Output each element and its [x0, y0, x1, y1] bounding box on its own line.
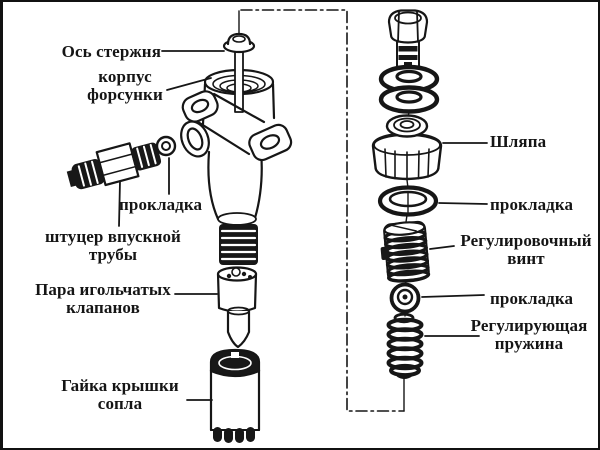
leader-lines [118, 50, 488, 401]
diagram-line-art [66, 9, 488, 443]
label-adjusting-screw: Регулировочный винт [460, 231, 592, 268]
needle-valve-drawing [216, 266, 258, 349]
label-cap: Шляпа [490, 132, 547, 151]
label-nozzle-cap-nut: Гайка крышки сопла [61, 376, 179, 413]
label-pin-axis: Ось стержня [61, 42, 161, 61]
centerline [238, 9, 405, 412]
upper-gasket-drawing [377, 185, 439, 223]
inlet-gasket-drawing [155, 135, 177, 157]
label-gasket-upper-right: прокладка [490, 195, 574, 214]
spring-drawing [386, 312, 424, 379]
lower-gasket-drawing [389, 282, 421, 317]
bolt-drawing [387, 9, 429, 69]
inlet-fitting-drawing [66, 142, 162, 190]
label-inlet-pipe-fitting: штуцер впускной трубы [45, 227, 181, 264]
adjusting-screw-drawing [380, 220, 431, 283]
threaded-section-drawing [219, 224, 258, 265]
nozzle-cap-nut-drawing [209, 348, 261, 443]
cap-drawing [371, 114, 443, 189]
label-injector-body: корпус форсунки [87, 67, 163, 104]
pin-drawing [222, 32, 256, 113]
label-needle-valve-pair: Пара игольчатых клапанов [35, 280, 171, 317]
washer-stack-drawing [378, 64, 440, 120]
injector-body-walls [180, 82, 293, 226]
label-gasket-inlet: прокладка [119, 195, 203, 214]
label-adjusting-spring: Регулирующая пружина [470, 316, 588, 353]
label-gasket-lower-right: прокладка [490, 289, 574, 308]
